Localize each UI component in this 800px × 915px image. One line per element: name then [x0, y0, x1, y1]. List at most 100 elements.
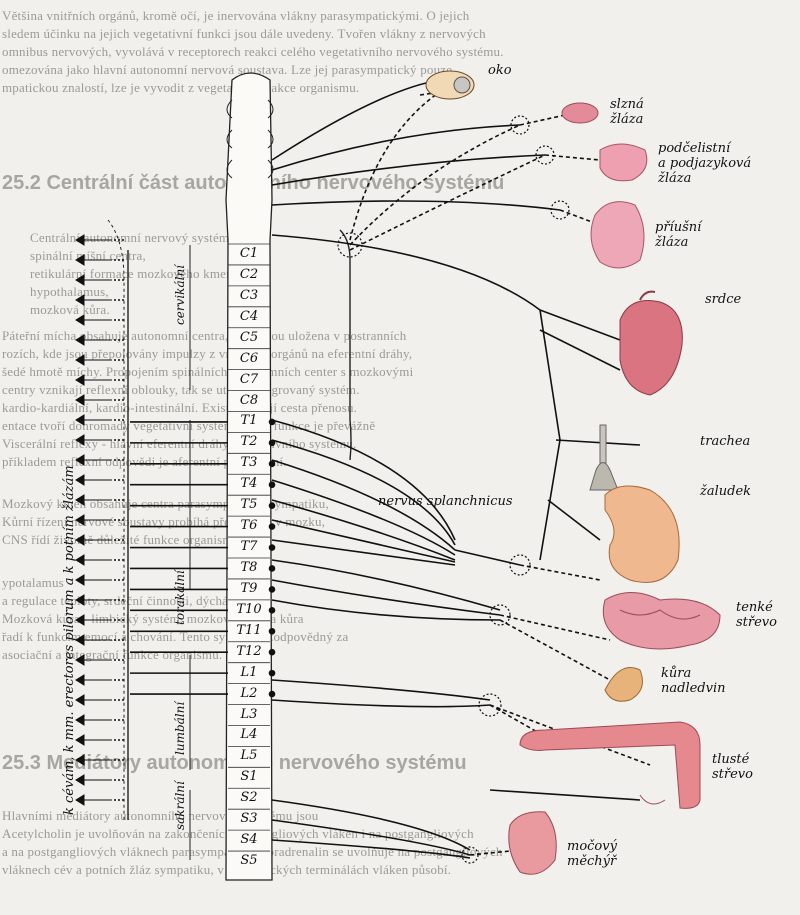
arrow-to-vessels	[76, 415, 112, 425]
arrow-to-vessels	[76, 675, 112, 685]
segment-label-t1: T1	[229, 413, 269, 428]
root-dot	[270, 608, 275, 613]
segment-label-t3: T3	[229, 455, 269, 470]
arrow-to-vessels	[76, 475, 112, 485]
label-thoracic: torakální	[173, 570, 187, 625]
urinary-bladder-organ	[509, 812, 557, 875]
small-intestine-organ	[603, 593, 720, 650]
arrow-to-vessels	[76, 695, 112, 705]
arrow-to-vessels	[76, 495, 112, 505]
segment-label-s3: S3	[229, 811, 269, 826]
segment-label-t7: T7	[229, 539, 269, 554]
arrow-to-vessels	[76, 635, 112, 645]
segment-label-l1: L1	[229, 665, 269, 680]
label-zlaza-1: žláza	[610, 112, 644, 127]
root-dot	[270, 692, 275, 697]
arrow-to-vessels	[76, 295, 112, 305]
root-dot	[270, 671, 275, 676]
root-dot	[270, 545, 275, 550]
label-podjazykova: a podjazyková	[658, 156, 751, 171]
stomach-organ	[605, 486, 679, 583]
segment-label-t9: T9	[229, 581, 269, 596]
label-srdce: srdce	[705, 292, 741, 307]
label-zaludek: žaludek	[700, 484, 751, 499]
arrow-to-vessels	[76, 255, 112, 265]
root-dot	[270, 503, 275, 508]
root-dot	[270, 419, 275, 424]
root-dot	[270, 482, 275, 487]
label-cervical: cervikální	[173, 265, 187, 325]
segment-label-l4: L4	[229, 727, 269, 742]
label-lumbar: lumbální	[173, 702, 187, 755]
arrow-to-vessels	[76, 335, 112, 345]
label-sacral: sakrální	[173, 781, 187, 830]
arrow-to-vessels	[76, 515, 112, 525]
segment-label-l2: L2	[229, 686, 269, 701]
label-nadledvin: nadledvin	[661, 681, 726, 696]
arrow-to-vessels	[76, 615, 112, 625]
lacrimal-gland-organ	[562, 103, 598, 123]
label-nervus-splanchnicus: nervus splanchnicus	[378, 494, 513, 509]
label-mechyr: měchýř	[567, 854, 617, 869]
segment-label-l5: L5	[229, 748, 269, 763]
arrow-to-vessels	[76, 435, 112, 445]
ganglia	[338, 116, 569, 863]
segment-label-c8: C8	[229, 393, 269, 408]
arrow-to-vessels	[76, 235, 112, 245]
segment-label-l3: L3	[229, 707, 269, 722]
label-tluste-strevo: tlusté střevo	[712, 752, 753, 782]
label-zlaza-3: žláza	[655, 235, 701, 250]
label-slzna-zlaza: slzná žláza	[610, 97, 644, 127]
segment-label-t11: T11	[229, 623, 269, 638]
label-mocovy-mechyr: močový měchýř	[567, 839, 617, 869]
arrow-to-vessels	[76, 595, 112, 605]
segment-label-s2: S2	[229, 790, 269, 805]
label-trachea: trachea	[700, 434, 750, 449]
label-podcelistni: podčelistní	[658, 141, 751, 156]
label-strevo-2: střevo	[712, 767, 753, 782]
segment-label-c2: C2	[229, 267, 269, 282]
segment-label-s4: S4	[229, 832, 269, 847]
heart-organ	[620, 292, 682, 395]
arrow-to-vessels	[76, 355, 112, 365]
arrow-to-vessels	[76, 575, 112, 585]
label-vessels-sweat-glands: k cévám, k mm. erectores pilorum a k pot…	[62, 465, 77, 815]
eye-organ	[426, 71, 474, 99]
root-dot	[270, 524, 275, 529]
segment-label-c1: C1	[229, 246, 269, 261]
arrow-to-vessels	[76, 375, 112, 385]
arrow-to-vessels	[76, 775, 112, 785]
segment-label-t8: T8	[229, 560, 269, 575]
parotid-gland-organ	[591, 202, 644, 268]
arrow-to-vessels	[76, 275, 112, 285]
root-dot	[270, 629, 275, 634]
arrow-to-vessels	[76, 535, 112, 545]
submandibular-gland-organ	[600, 144, 647, 181]
arrow-to-vessels	[76, 795, 112, 805]
label-tenke-strevo: tenké střevo	[736, 600, 777, 630]
arrow-to-vessels	[76, 735, 112, 745]
segment-label-s1: S1	[229, 769, 269, 784]
segment-label-t6: T6	[229, 518, 269, 533]
arrow-to-vessels	[76, 395, 112, 405]
label-kura-nadledvin: kůra nadledvin	[661, 666, 726, 696]
arrow-to-vessels	[76, 555, 112, 565]
root-dot	[270, 650, 275, 655]
segment-label-s5: S5	[229, 853, 269, 868]
segment-label-c3: C3	[229, 288, 269, 303]
label-prusni-zlaza: příušní žláza	[655, 220, 701, 250]
label-podcelistni-zlaza: podčelistní a podjazyková žláza	[658, 141, 751, 186]
segment-label-t12: T12	[229, 644, 269, 659]
segment-label-t2: T2	[229, 434, 269, 449]
label-tenke: tenké	[736, 600, 777, 615]
arrow-to-vessels	[76, 755, 112, 765]
label-tluste: tlusté	[712, 752, 753, 767]
label-slzna: slzná	[610, 97, 644, 112]
trachea-organ	[590, 425, 618, 490]
root-dot	[270, 566, 275, 571]
label-oko: oko	[488, 63, 512, 78]
segment-label-c6: C6	[229, 351, 269, 366]
arrow-to-vessels	[76, 715, 112, 725]
segment-label-t5: T5	[229, 497, 269, 512]
